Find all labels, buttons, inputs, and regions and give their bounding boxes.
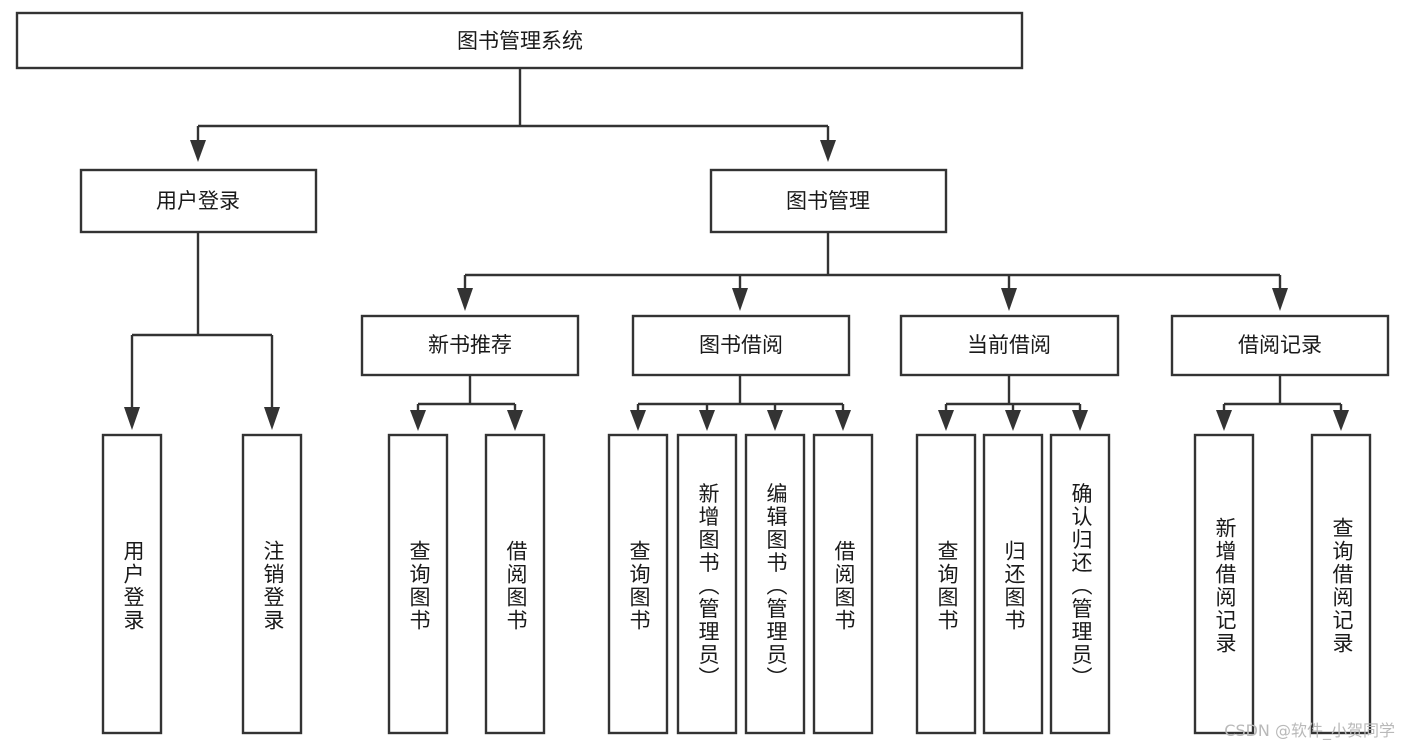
node-new-book-rec-box[interactable] [360,314,580,377]
node-leaf-query-book-2-box[interactable] [607,433,669,735]
node-leaf-return-book-label: 归还图书 [1002,540,1026,632]
node-book-borrow-label: 图书借阅 [699,333,783,357]
node-leaf-return-book-box[interactable] [982,433,1044,735]
node-borrow-record-label: 借阅记录 [1238,333,1322,357]
arrow-bookborrow-to-leaf3 [767,410,783,431]
node-leaf-add-record[interactable]: 新增借阅记录 [1193,433,1255,735]
node-leaf-query-book-1[interactable]: 查询图书 [387,433,449,735]
node-book-manage[interactable]: 图书管理 [709,168,948,234]
node-leaf-user-login[interactable]: 用户登录 [101,433,163,735]
connector-layer [124,68,1349,431]
node-leaf-query-record-box[interactable] [1310,433,1372,735]
node-leaf-query-book-3[interactable]: 查询图书 [915,433,977,735]
arrow-borrowrecord-to-leaf1 [1216,410,1232,431]
node-current-borrow[interactable]: 当前借阅 [899,314,1120,377]
node-leaf-return-book[interactable]: 归还图书 [982,433,1044,735]
node-leaf-borrow-book-1-box[interactable] [484,433,546,735]
node-book-manage-label: 图书管理 [786,189,870,213]
node-leaf-confirm-return[interactable]: 确认归还（管理员） [1049,433,1111,735]
node-borrow-record-box[interactable] [1170,314,1390,377]
arrow-currentborrow-to-leaf1 [938,410,954,431]
node-leaf-query-record[interactable]: 查询借阅记录 [1310,433,1372,735]
node-leaf-add-book-label: 新增图书（管理员） [696,483,720,690]
node-leaf-edit-book-label: 编辑图书（管理员） [764,483,788,690]
arrow-bookmanage-to-borrowrecord [1272,288,1288,311]
node-book-borrow[interactable]: 图书借阅 [631,314,851,377]
node-leaf-borrow-book-2-label: 借阅图书 [832,540,856,632]
node-leaf-add-book-box[interactable] [676,433,738,735]
node-leaf-confirm-return-box[interactable] [1049,433,1111,735]
arrow-root-to-user-login [190,140,206,162]
node-book-manage-box[interactable] [709,168,948,234]
arrow-root-to-book-manage [820,140,836,162]
arrow-borrowrecord-to-leaf2 [1333,410,1349,431]
node-leaf-edit-book[interactable]: 编辑图书（管理员） [744,433,806,735]
node-leaf-edit-book-box[interactable] [744,433,806,735]
node-leaf-query-book-1-box[interactable] [387,433,449,735]
arrow-newbook-to-leaf1 [410,410,426,431]
node-root[interactable]: 图书管理系统 [15,11,1024,70]
node-user-login-label: 用户登录 [156,189,240,213]
arrow-userlogin-to-leaf1 [124,407,140,430]
arrow-userlogin-to-leaf2 [264,407,280,430]
node-user-login[interactable]: 用户登录 [79,168,318,234]
node-leaf-add-book[interactable]: 新增图书（管理员） [676,433,738,735]
node-leaf-user-login-label: 用户登录 [121,540,145,632]
node-leaf-borrow-book-2-box[interactable] [812,433,874,735]
node-leaf-borrow-book-1[interactable]: 借阅图书 [484,433,546,735]
node-user-login-box[interactable] [79,168,318,234]
node-book-borrow-box[interactable] [631,314,851,377]
node-leaf-borrow-book-1-label: 借阅图书 [504,540,528,632]
node-leaf-add-record-box[interactable] [1193,433,1255,735]
node-root-label: 图书管理系统 [457,29,583,53]
arrow-bookmanage-to-currentborrow [1001,288,1017,311]
node-leaf-query-book-2-label: 查询图书 [627,540,651,632]
node-root-box[interactable] [15,11,1024,70]
node-leaf-query-book-3-box[interactable] [915,433,977,735]
node-leaf-query-book-1-label: 查询图书 [407,540,431,632]
node-leaf-logout-label: 注销登录 [261,540,285,632]
arrow-bookborrow-to-leaf1 [630,410,646,431]
node-current-borrow-box[interactable] [899,314,1120,377]
arrow-bookmanage-to-newbook [457,288,473,311]
node-leaf-logout[interactable]: 注销登录 [241,433,303,735]
arrow-bookmanage-to-bookborrow [732,288,748,311]
node-leaf-confirm-return-label: 确认归还（管理员） [1069,483,1093,690]
node-new-book-rec-label: 新书推荐 [428,333,512,357]
arrow-currentborrow-to-leaf3 [1072,410,1088,431]
node-layer: 图书管理系统 用户登录 图书管理 新书推荐 图书借阅 [15,11,1390,735]
node-borrow-record[interactable]: 借阅记录 [1170,314,1390,377]
arrow-bookborrow-to-leaf4 [835,410,851,431]
node-leaf-add-record-label: 新增借阅记录 [1213,517,1237,655]
node-leaf-logout-box[interactable] [241,433,303,735]
node-new-book-rec[interactable]: 新书推荐 [360,314,580,377]
arrow-currentborrow-to-leaf2 [1005,410,1021,431]
node-leaf-query-book-3-label: 查询图书 [935,540,959,632]
arrow-bookborrow-to-leaf2 [699,410,715,431]
node-current-borrow-label: 当前借阅 [967,333,1051,357]
node-leaf-user-login-box[interactable] [101,433,163,735]
node-leaf-query-record-label: 查询借阅记录 [1330,517,1354,655]
node-leaf-query-book-2[interactable]: 查询图书 [607,433,669,735]
node-leaf-borrow-book-2[interactable]: 借阅图书 [812,433,874,735]
arrow-newbook-to-leaf2 [507,410,523,431]
